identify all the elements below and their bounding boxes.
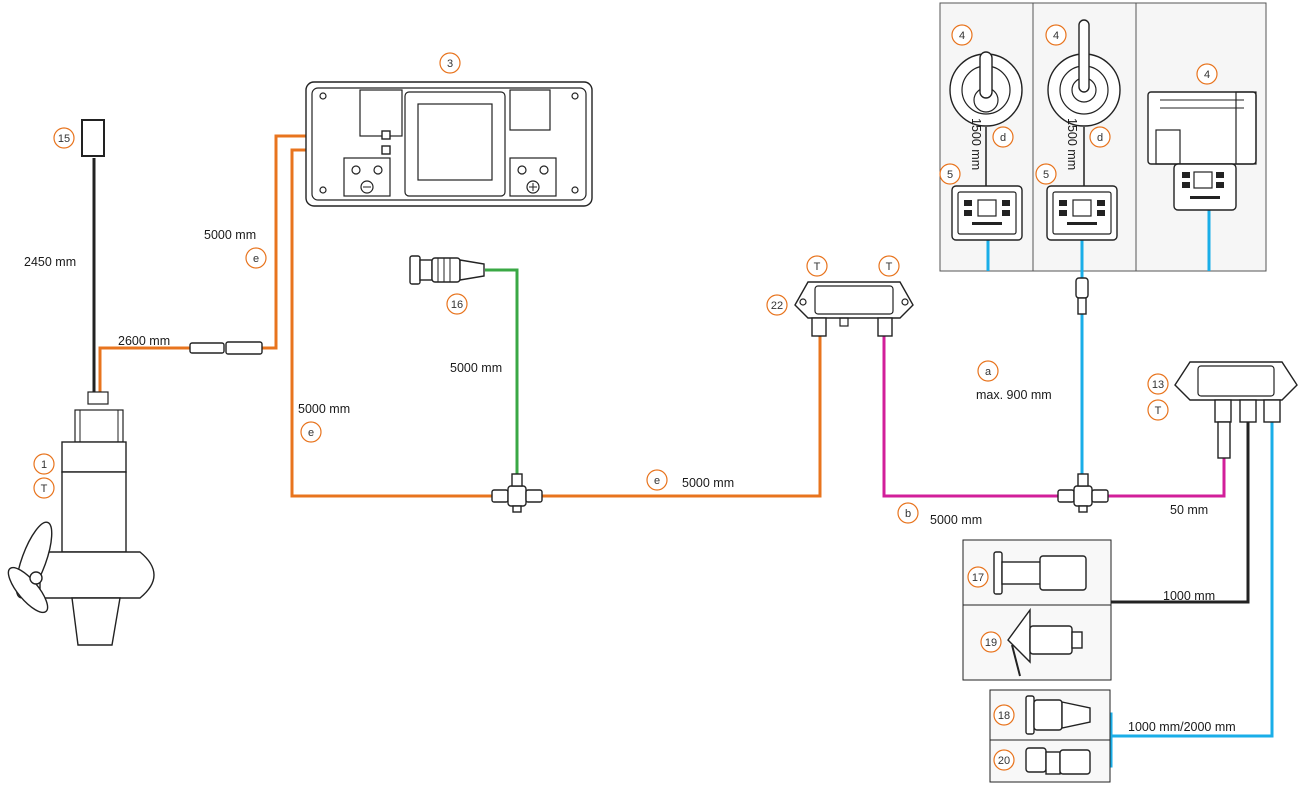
- length-label-1000: 1000 mm: [1163, 589, 1215, 603]
- svg-text:e: e: [308, 427, 314, 439]
- item-marker-4a: 4: [951, 24, 973, 46]
- length-label-5000-orange-bottom: 5000 mm: [682, 476, 734, 490]
- item-marker-17: 17: [967, 566, 989, 588]
- item-marker-16: 16: [446, 293, 468, 315]
- svg-text:T: T: [1155, 405, 1162, 417]
- battery-main-switch-icon: [305, 81, 593, 207]
- item-marker-15: 15: [53, 127, 75, 149]
- svg-text:T: T: [886, 261, 893, 273]
- remote-sensor-icon: [81, 119, 105, 157]
- joystick-control-icon: [1047, 19, 1121, 188]
- svg-text:18: 18: [998, 710, 1010, 722]
- svg-text:T: T: [814, 261, 821, 273]
- svg-text:d: d: [1097, 132, 1103, 144]
- item-marker-22-t1: T: [806, 255, 828, 277]
- svg-text:19: 19: [985, 637, 997, 649]
- item-marker-3: 3: [439, 52, 461, 74]
- length-label-50: 50 mm: [1170, 503, 1208, 517]
- svg-text:e: e: [253, 253, 259, 265]
- length-label-5000-left: 5000 mm: [298, 402, 350, 416]
- svg-text:d: d: [1000, 132, 1006, 144]
- svg-text:4: 4: [1204, 69, 1210, 81]
- cable-blue-1000-2000: [1111, 422, 1274, 738]
- svg-text:a: a: [985, 366, 992, 378]
- joystick-panel-icon: [1147, 91, 1257, 211]
- svg-text:T: T: [41, 483, 48, 495]
- svg-text:5: 5: [947, 169, 953, 181]
- item-marker-e-bottom: e: [646, 469, 668, 491]
- item-marker-d-a: d: [992, 126, 1014, 148]
- item-marker-22: 22: [766, 294, 788, 316]
- item-marker-18: 18: [993, 704, 1015, 726]
- item-marker-b: b: [897, 502, 919, 524]
- svg-text:13: 13: [1152, 379, 1164, 391]
- cable-magenta-50: [1102, 458, 1226, 498]
- connector-18-icon: [1025, 695, 1091, 735]
- length-label-2600: 2600 mm: [118, 334, 170, 348]
- joystick-control-icon: [949, 51, 1023, 188]
- item-marker-e-top: e: [245, 247, 267, 269]
- cable-orange-2600: [98, 346, 190, 392]
- inline-connector-icon: [189, 341, 263, 355]
- length-label-1500-a: 1500 mm: [969, 118, 983, 170]
- control-panel-icon: [1046, 185, 1118, 241]
- connector-17-icon: [993, 551, 1087, 595]
- svg-text:3: 3: [447, 58, 453, 70]
- bus-power-box-icon: [794, 281, 914, 337]
- item-marker-20: 20: [993, 749, 1015, 771]
- cable-magenta-5000: [882, 336, 1062, 498]
- svg-text:e: e: [654, 475, 660, 487]
- svg-text:15: 15: [58, 133, 70, 145]
- svg-text:b: b: [905, 508, 911, 520]
- svg-text:16: 16: [451, 299, 463, 311]
- svg-text:22: 22: [771, 300, 783, 312]
- length-label-5000-magenta: 5000 mm: [930, 513, 982, 527]
- svg-text:4: 4: [959, 30, 965, 42]
- connector-17-19-box: [962, 539, 1112, 681]
- length-label-1500-b: 1500 mm: [1065, 118, 1079, 170]
- inline-connector-icon: [1075, 277, 1089, 315]
- connector-19-icon: [1007, 607, 1083, 677]
- svg-text:4: 4: [1053, 30, 1059, 42]
- svg-text:20: 20: [998, 755, 1010, 767]
- item-marker-5a: 5: [939, 163, 961, 185]
- item-marker-13: 13: [1147, 373, 1169, 395]
- item-marker-d-b: d: [1089, 126, 1111, 148]
- connector-20-icon: [1025, 747, 1091, 775]
- item-marker-5b: 5: [1035, 163, 1057, 185]
- thruster-icon: [7, 391, 155, 646]
- item-marker-19: 19: [980, 631, 1002, 653]
- svg-text:17: 17: [972, 572, 984, 584]
- cable-orange-5000-bottom: [540, 336, 822, 498]
- control-panel-icon: [951, 185, 1023, 241]
- item-marker-1-t: T: [33, 477, 55, 499]
- length-label-5000-green: 5000 mm: [450, 361, 502, 375]
- hub-interface-icon: [1174, 361, 1298, 459]
- item-marker-13-t: T: [1147, 399, 1169, 421]
- length-label-5000-top: 5000 mm: [204, 228, 256, 242]
- item-marker-1: 1: [33, 453, 55, 475]
- connector-16-icon: [409, 255, 485, 285]
- svg-text:5: 5: [1043, 169, 1049, 181]
- item-marker-22-t2: T: [878, 255, 900, 277]
- cable-black-1000: [1111, 422, 1250, 604]
- svg-text:1: 1: [41, 459, 47, 471]
- length-label-max900: max. 900 mm: [976, 388, 1052, 402]
- length-label-2450: 2450 mm: [24, 255, 76, 269]
- item-marker-4b: 4: [1045, 24, 1067, 46]
- t-connector-icon: [491, 473, 543, 513]
- t-connector-icon: [1057, 473, 1109, 513]
- item-marker-e-left: e: [300, 421, 322, 443]
- length-label-1000-2000: 1000 mm/2000 mm: [1128, 720, 1236, 734]
- item-marker-a: a: [977, 360, 999, 382]
- item-marker-4c: 4: [1196, 63, 1218, 85]
- cable-green-5000: [485, 268, 519, 478]
